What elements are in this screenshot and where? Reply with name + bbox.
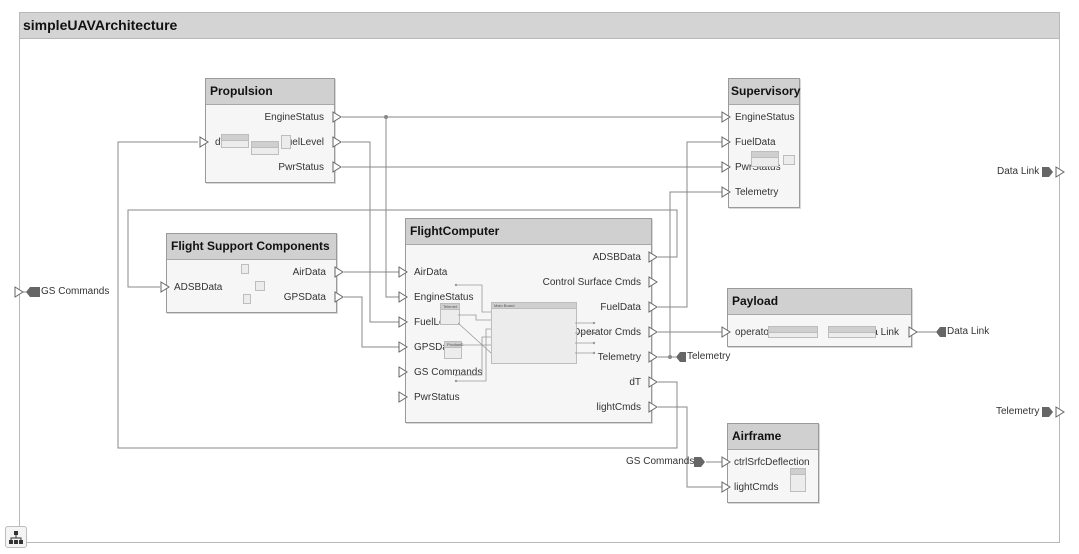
payload-title: Payload bbox=[732, 294, 779, 308]
ext-gs-commands-left: GS Commands bbox=[41, 286, 110, 297]
flight-support-inner-block bbox=[241, 264, 249, 274]
fc-in-gps-data: GPSData bbox=[414, 342, 457, 353]
wire-dT bbox=[117, 141, 678, 449]
flight-computer-header: FlightComputer bbox=[406, 219, 651, 245]
fc-in-gs-commands: GS Commands bbox=[414, 367, 483, 378]
component-supervisory[interactable]: Supervisory EngineStatus FuelData PwrSta… bbox=[728, 78, 800, 208]
wire-adsb bbox=[127, 209, 678, 288]
fc-out-operator-cmds: Operator Cmds bbox=[572, 327, 641, 338]
propulsion-inner-block bbox=[251, 141, 279, 155]
flight-support-title: Flight Support Components bbox=[171, 239, 330, 253]
ext-data-link-payload: Data Link bbox=[947, 326, 990, 337]
propulsion-port-fuel-level: FuelLevel bbox=[280, 137, 324, 148]
ext-telemetry-fc: Telemetry bbox=[687, 351, 731, 362]
component-payload[interactable]: Payload operatorCmds Data Link bbox=[727, 288, 912, 347]
fc-out-dT: dT bbox=[629, 377, 641, 388]
supervisory-title: Supervisory bbox=[731, 84, 801, 98]
propulsion-port-engine-status: EngineStatus bbox=[264, 112, 325, 123]
airframe-header: Airframe bbox=[728, 424, 818, 450]
propulsion-header: Propulsion bbox=[206, 79, 334, 105]
supervisory-inner-block bbox=[751, 151, 779, 167]
component-airframe[interactable]: Airframe ctrlSrfcDeflection lightCmds bbox=[727, 423, 819, 503]
supervisory-port-engine-status: EngineStatus bbox=[735, 112, 795, 123]
payload-inner-block bbox=[828, 326, 876, 338]
hierarchy-icon bbox=[9, 531, 23, 544]
wire-gps-data bbox=[344, 296, 400, 348]
wire-light-cmds bbox=[658, 406, 722, 488]
model-title: simpleUAVArchitecture bbox=[23, 17, 178, 33]
fc-out-adsb-data: ADSBData bbox=[592, 252, 641, 263]
payload-header: Payload bbox=[728, 289, 911, 315]
wire-engine-status-fc bbox=[385, 117, 400, 298]
propulsion-inner-block bbox=[221, 134, 249, 148]
component-flight-support[interactable]: Flight Support Components ADSBData AirDa… bbox=[166, 233, 337, 313]
airframe-title: Airframe bbox=[732, 429, 782, 443]
propulsion-port-pwr-status: PwrStatus bbox=[278, 162, 324, 173]
propulsion-title: Propulsion bbox=[210, 84, 273, 98]
fc-inner-main-board: Main Board bbox=[491, 302, 577, 364]
fc-in-fuel-level: FuelLevel bbox=[414, 317, 458, 328]
supervisory-port-telemetry: Telemetry bbox=[735, 187, 779, 198]
flight-support-port-adsb: ADSBData bbox=[174, 282, 223, 293]
wire-fuel-level bbox=[342, 141, 400, 323]
fc-out-telemetry: Telemetry bbox=[597, 352, 641, 363]
fc-in-engine-status: EngineStatus bbox=[414, 292, 474, 303]
wire-telemetry-sup bbox=[669, 191, 726, 357]
payload-port-data-link: Data Link bbox=[856, 327, 899, 338]
payload-port-operator-cmds: operatorCmds bbox=[735, 327, 799, 338]
fc-inner-telemetry: Telemet bbox=[440, 303, 460, 325]
component-propulsion[interactable]: Propulsion EngineStatus FuelLevel PwrSta… bbox=[205, 78, 335, 183]
airframe-inner-block bbox=[790, 468, 806, 492]
fc-out-fuel-data: FuelData bbox=[600, 302, 641, 313]
supervisory-inner-block bbox=[783, 155, 795, 165]
supervisory-header: Supervisory bbox=[729, 79, 801, 105]
propulsion-port-dT: dT bbox=[215, 137, 227, 149]
ext-gs-commands-airframe: GS Commands bbox=[626, 456, 695, 467]
propulsion-inner-block bbox=[281, 135, 291, 149]
ext-telemetry-right: Telemetry bbox=[996, 406, 1040, 417]
hierarchy-nav-button[interactable] bbox=[5, 526, 27, 548]
flight-support-port-air-data: AirData bbox=[292, 267, 326, 278]
fc-out-light-cmds: lightCmds bbox=[596, 402, 641, 413]
supervisory-port-fuel-data: FuelData bbox=[735, 137, 776, 148]
ext-data-link-right: Data Link bbox=[997, 166, 1040, 177]
fc-out-control-surface-cmds: Control Surface Cmds bbox=[542, 277, 641, 288]
flight-support-inner-block bbox=[243, 294, 251, 304]
flight-support-inner-block bbox=[255, 281, 265, 291]
model-header: simpleUAVArchitecture bbox=[20, 13, 1059, 39]
fc-in-air-data: AirData bbox=[414, 267, 448, 278]
flight-computer-title: FlightComputer bbox=[410, 224, 500, 238]
supervisory-port-pwr-status: PwrStatus bbox=[735, 162, 781, 173]
fc-in-pwr-status: PwrStatus bbox=[414, 392, 460, 403]
fc-inner-wires bbox=[454, 283, 596, 383]
airframe-port-light-cmds: lightCmds bbox=[734, 482, 779, 493]
flight-support-header: Flight Support Components bbox=[167, 234, 336, 260]
flight-support-port-gps-data: GPSData bbox=[283, 292, 326, 303]
payload-inner-block bbox=[768, 326, 818, 338]
component-flight-computer[interactable]: FlightComputer AirData EngineStatus Fuel… bbox=[405, 218, 652, 423]
wire-fuel-data bbox=[658, 141, 726, 308]
airframe-port-ctrl-srfc: ctrlSrfcDeflection bbox=[734, 457, 810, 468]
